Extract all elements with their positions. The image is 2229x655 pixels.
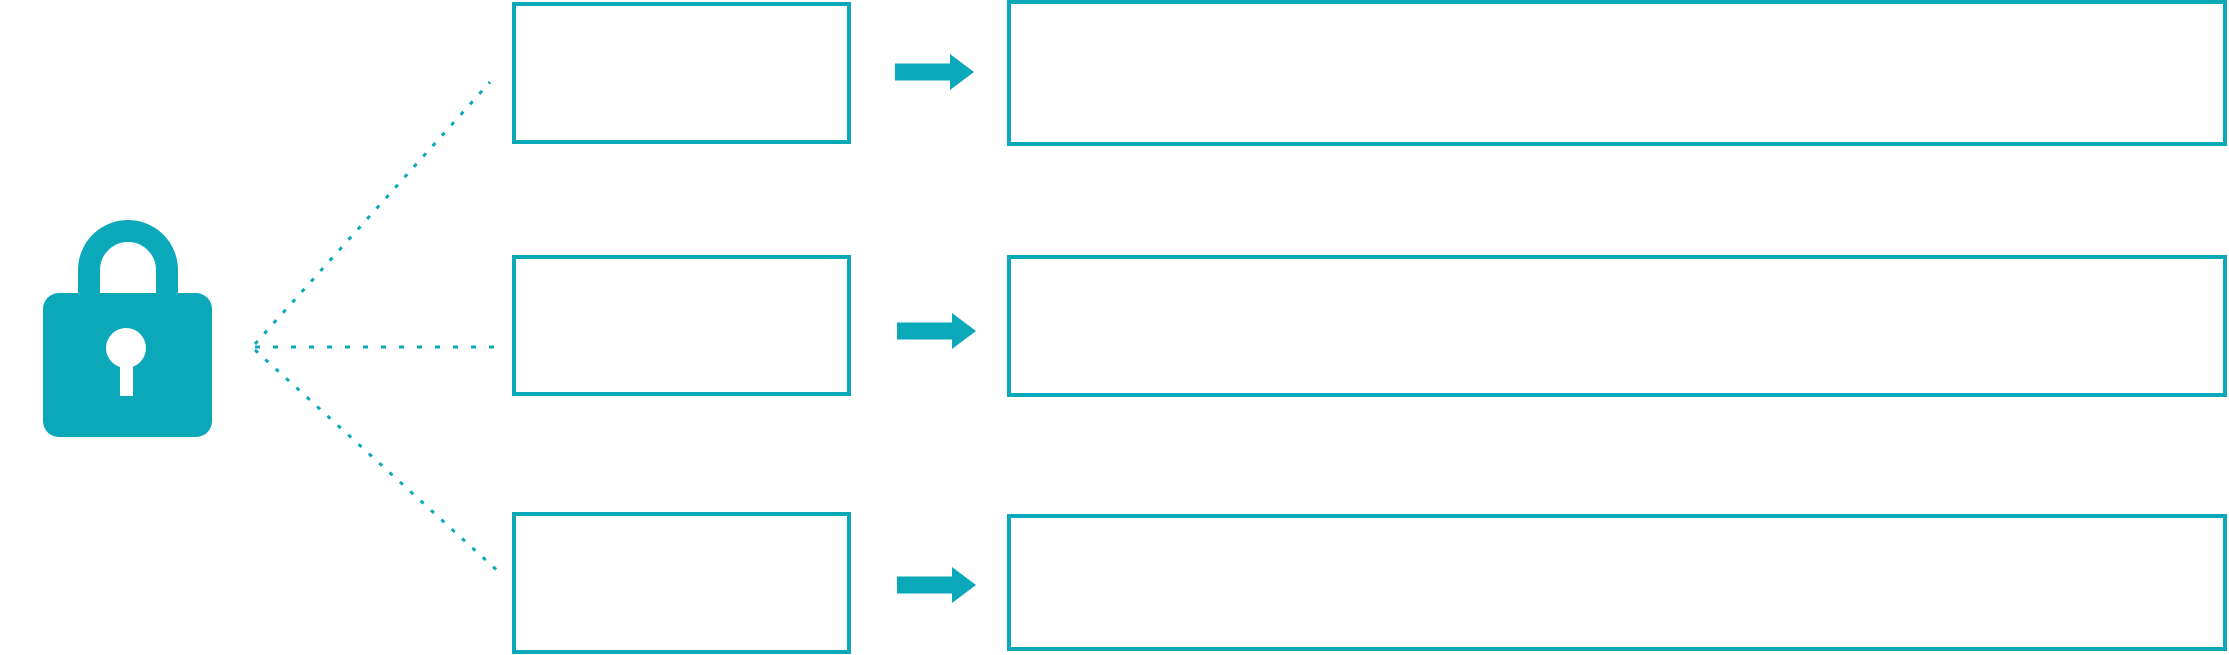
connector-dotted-line-bottom xyxy=(253,348,502,575)
lock-icon xyxy=(43,220,212,437)
connector-dotted-line-top xyxy=(253,80,492,346)
lock-keyhole-circle xyxy=(106,328,146,368)
arrow-right-icon xyxy=(895,54,974,90)
description-box-2 xyxy=(1007,255,2227,397)
description-box-3 xyxy=(1007,514,2227,651)
lock-keyhole-stem xyxy=(120,352,133,396)
term-box-3 xyxy=(512,512,851,654)
term-box-2 xyxy=(512,255,851,396)
arrow-right-icon xyxy=(897,313,976,349)
arrow-right-icon xyxy=(897,567,976,603)
description-box-1 xyxy=(1007,0,2227,146)
lock-shackle xyxy=(78,220,178,302)
term-box-1 xyxy=(512,2,851,144)
